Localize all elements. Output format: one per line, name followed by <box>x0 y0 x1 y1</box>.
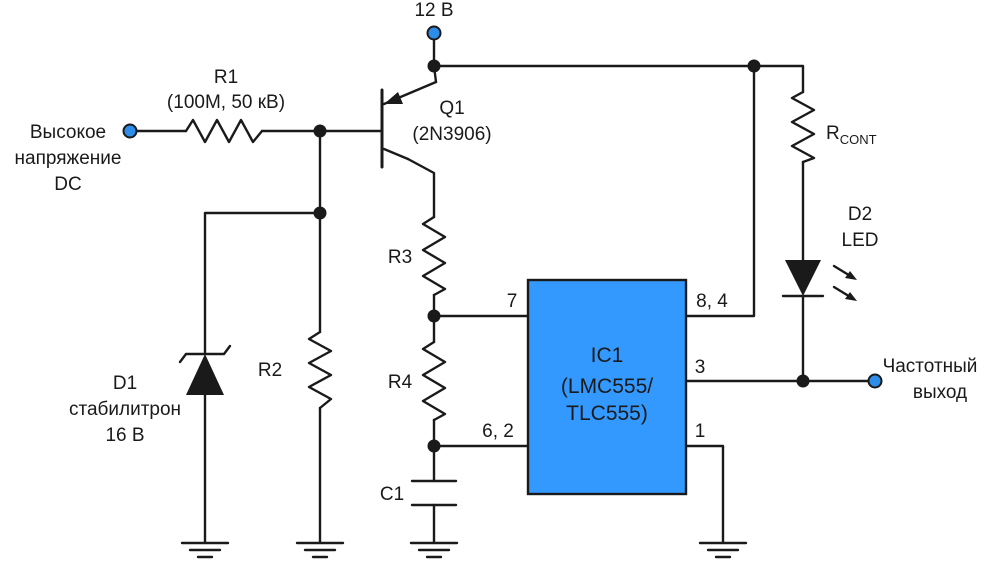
wires <box>128 31 877 545</box>
light-rays-icon <box>832 264 857 301</box>
pin7-label: 7 <box>507 291 518 312</box>
pin3-label: 3 <box>695 357 706 378</box>
rcont-resistor <box>790 90 816 164</box>
r4-label: R4 <box>388 372 413 393</box>
q1-transistor <box>380 80 438 169</box>
wire-supply-rail <box>432 31 805 94</box>
d2-type-label: LED <box>842 230 879 251</box>
d1-value-label: 16 В <box>105 425 144 446</box>
input-label-line2: напряжение <box>15 148 122 169</box>
d1-zener-diode <box>178 344 232 395</box>
d2-name-label: D2 <box>848 204 872 225</box>
r1-resistor <box>184 118 264 144</box>
c1-label: C1 <box>380 484 404 505</box>
r3-resistor <box>421 215 447 297</box>
junction-dots <box>313 59 810 453</box>
r1-value-label: (100M, 50 кВ) <box>167 92 285 113</box>
r2-label: R2 <box>258 360 282 381</box>
ground-ic1-icon <box>698 541 748 559</box>
r2-resistor <box>307 330 333 410</box>
c1-capacitor <box>410 479 458 507</box>
pin62-label: 6, 2 <box>482 421 514 442</box>
r4-resistor <box>421 340 447 422</box>
input-label-line1: Высокое <box>30 122 106 143</box>
ground-c1-icon <box>409 541 459 559</box>
ic1-part-line2: TLC555) <box>566 402 648 425</box>
output-label-line2: выход <box>913 382 967 403</box>
wire-zener-top <box>203 211 322 356</box>
output-terminal <box>867 373 883 389</box>
ground-d1-icon <box>180 541 230 559</box>
pin1-label: 1 <box>695 421 706 442</box>
wire-q1-collector <box>406 157 436 219</box>
supply-terminal <box>426 25 442 41</box>
rcont-label: RCONT <box>826 123 877 147</box>
d1-type-label: стабилитрон <box>69 399 181 420</box>
rcont-sub: CONT <box>840 132 877 147</box>
d1-name-label: D1 <box>113 373 137 394</box>
ic1-part-line1: (LMC555/ <box>561 375 653 398</box>
q1-name-label: Q1 <box>439 98 464 119</box>
ground-r2-icon <box>295 541 345 559</box>
d2-led <box>781 260 857 301</box>
ic1-name-label: IC1 <box>591 344 624 367</box>
input-label-line3: DC <box>54 174 81 195</box>
input-terminal <box>122 123 138 139</box>
wire-pin84 <box>684 64 756 318</box>
wire-pin1-ground <box>684 444 725 545</box>
ic1-chip <box>526 278 688 496</box>
q1-part-label: (2N3906) <box>412 124 491 145</box>
r3-label: R3 <box>388 247 412 268</box>
rcont-main: R <box>826 123 840 144</box>
r1-name-label: R1 <box>214 67 238 88</box>
output-label-line1: Частотный <box>883 356 978 377</box>
supply-label: 12 В <box>414 0 453 21</box>
pin84-label: 8, 4 <box>696 291 728 312</box>
